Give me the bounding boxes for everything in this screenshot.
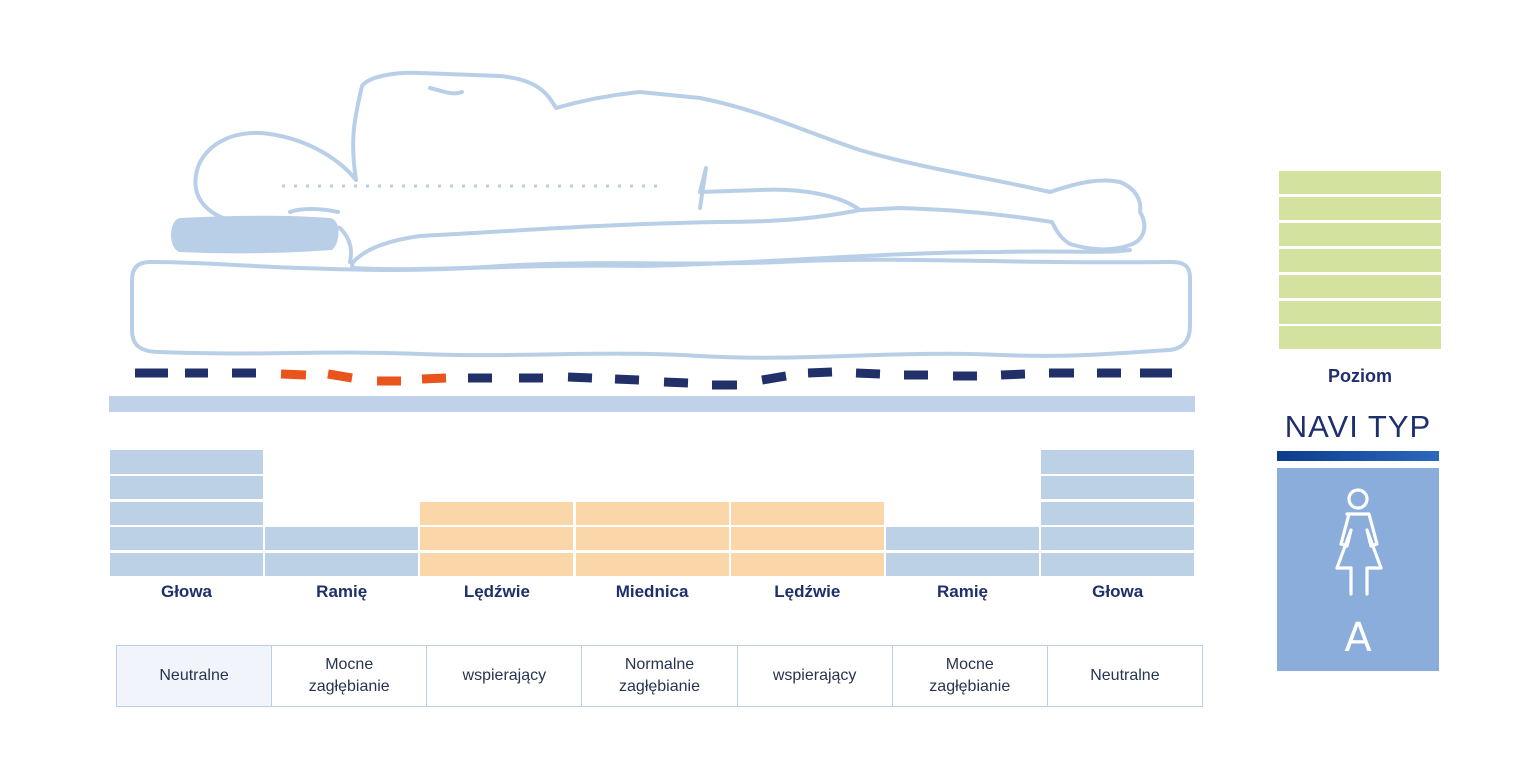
- zone-level-block: [265, 527, 419, 551]
- zone-level-block: [1041, 476, 1195, 500]
- zone-level-block: [110, 476, 263, 500]
- zone-description-line: zagłębianie: [619, 678, 700, 695]
- zone-level-block: [1041, 527, 1195, 551]
- zone-label: Ramię: [316, 582, 368, 601]
- zone-label: Lędźwie: [463, 582, 530, 601]
- mattress-icon: [130, 257, 1192, 360]
- zone-level-block: [575, 501, 729, 525]
- zone-label: Lędźwie: [774, 582, 841, 601]
- navi-type-title: NAVI TYP: [1284, 409, 1432, 444]
- zone-level-block: [886, 527, 1039, 551]
- level-scale-bar: [1279, 248, 1441, 272]
- zone-level-block: [110, 527, 263, 551]
- type-letter: A: [1344, 615, 1372, 661]
- zone-description-cell: Mocne zagłębianie: [891, 646, 1047, 706]
- zone-label: Miednica: [615, 582, 689, 601]
- side-sleeper-illustration: [109, 70, 1195, 412]
- zone-description-cell: Neutralne: [1046, 646, 1203, 706]
- zone-description-line: zagłębianie: [308, 678, 390, 695]
- zone-level-block: [420, 527, 574, 551]
- support-dash: [1000, 369, 1026, 380]
- zone-description-line: wspierający: [772, 667, 857, 684]
- zone-label: Ramię: [936, 582, 989, 601]
- support-dash: [807, 367, 833, 378]
- zone-level-block: [110, 450, 263, 474]
- support-dash: [327, 369, 353, 383]
- zone-level-block: [265, 552, 419, 576]
- zone-level-block: [575, 527, 729, 551]
- support-dash: [421, 373, 447, 384]
- zone-description-table: Neutralne Mocne zagłębianie wspierający Norm…: [116, 645, 1203, 707]
- zone-description-cell: Mocne zagłębianie: [271, 646, 426, 706]
- support-dash: [855, 368, 881, 379]
- zone-level-block: [420, 552, 574, 576]
- zone-description-line: zagłębianie: [929, 678, 1011, 695]
- zone-level-block: [1041, 450, 1195, 474]
- zone-level-block: [730, 501, 884, 525]
- support-dash: [614, 374, 640, 385]
- support-dash: [280, 369, 307, 380]
- base-bar: [109, 396, 1195, 412]
- zone-description-line: Neutralne: [1090, 667, 1160, 684]
- level-scale-bar: [1279, 171, 1441, 194]
- level-scale-bar: [1279, 300, 1441, 324]
- support-curve: [135, 367, 1172, 390]
- zone-level-block: [730, 527, 884, 551]
- level-scale-bar: [1279, 274, 1441, 298]
- zone-label: Głowa: [160, 582, 212, 601]
- support-dash: [761, 371, 787, 385]
- zone-level-block: [886, 552, 1039, 576]
- level-scale-bar: [1279, 326, 1441, 350]
- zone-description-cell: wspierający: [426, 646, 581, 706]
- zone-description-line: Normalne: [624, 656, 695, 673]
- zone-level-block: [730, 552, 884, 576]
- zone-level-block: [1041, 552, 1195, 576]
- zone-description-line: Neutralne: [159, 667, 229, 684]
- level-scale-label: Poziom: [1327, 366, 1392, 386]
- zone-level-block: [110, 552, 263, 576]
- navi-type-underline: [1277, 451, 1439, 461]
- level-scale-bar: [1279, 222, 1441, 246]
- sleeping-person-icon: [193, 70, 1147, 272]
- zone-level-block: [420, 501, 574, 525]
- zone-label: Głowa: [1092, 582, 1144, 601]
- zone-description-cell: Normalne zagłębianie: [581, 646, 736, 706]
- support-dash: [663, 377, 689, 388]
- zone-description-line: Mocne: [945, 656, 994, 673]
- zone-description-line: wspierający: [462, 667, 547, 684]
- type-card: A: [1277, 468, 1439, 671]
- level-scale-bar: [1279, 196, 1441, 220]
- zone-description-line: Mocne: [325, 656, 374, 673]
- zone-description-cell: wspierający: [736, 646, 892, 706]
- pillow-icon: [171, 215, 339, 254]
- zone-level-block: [575, 552, 729, 576]
- woman-figure-icon: [1335, 488, 1383, 596]
- zone-description-cell: Neutralne: [116, 646, 272, 706]
- zone-level-block: [110, 501, 263, 525]
- support-dash: [567, 372, 593, 383]
- zone-level-block: [1041, 501, 1195, 525]
